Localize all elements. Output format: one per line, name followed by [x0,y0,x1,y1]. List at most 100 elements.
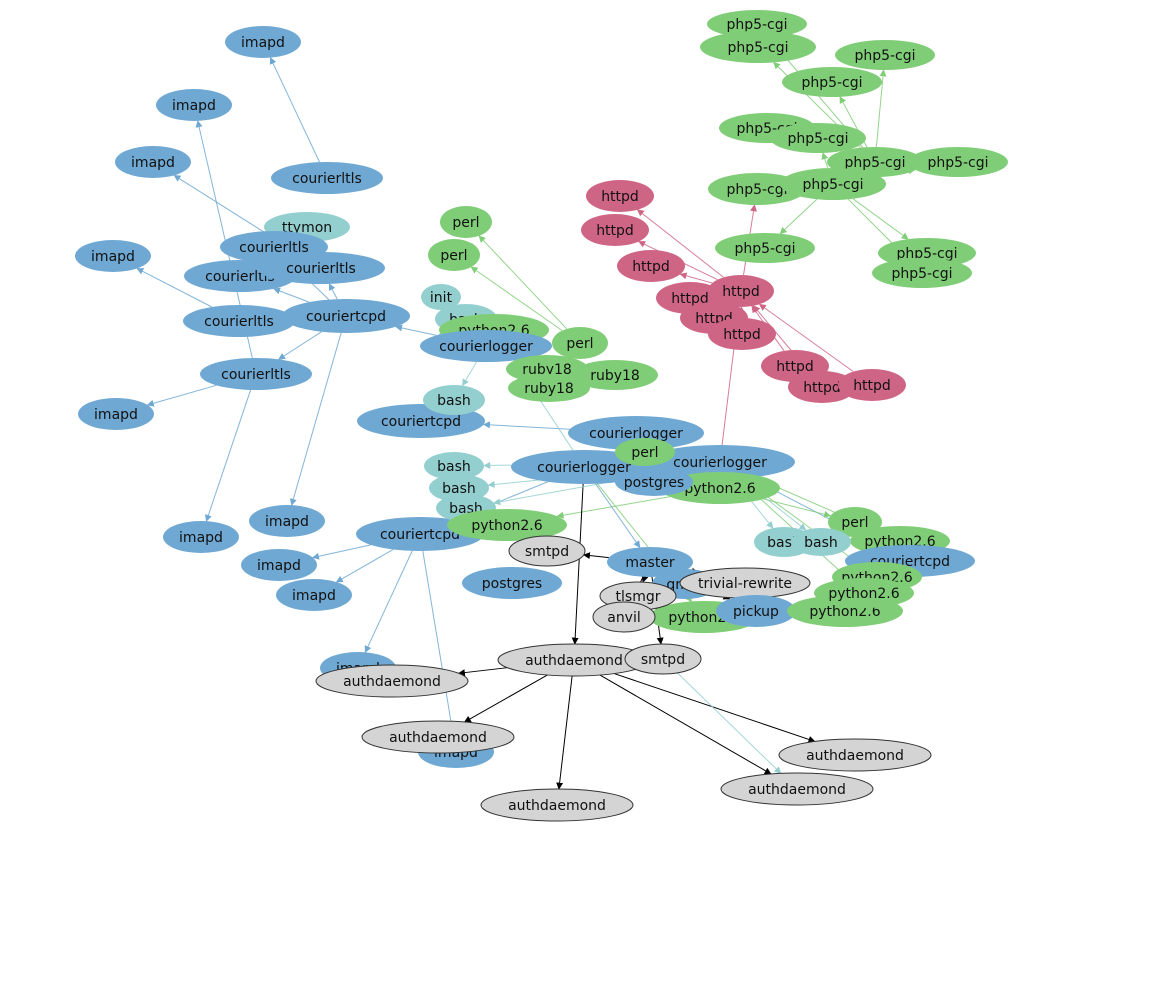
graph-node-authdaemond[interactable]: authdaemond [778,738,932,772]
node-shape [679,567,811,599]
graph-node-smtpd[interactable]: smtpd [624,643,702,675]
node-shape [440,206,492,238]
graph-node-php5-cgi[interactable]: php5-cgi [715,233,815,263]
graph-node-php5-cgi[interactable]: php5-cgi [780,168,886,200]
graph-node-anvil[interactable]: anvil [592,601,656,633]
edge-n21-n11 [422,550,456,737]
node-shape [447,509,567,541]
graph-node-php5-cgi[interactable]: php5-cgi [908,147,1008,177]
graph-node-trivial-rewrite[interactable]: trivial-rewrite [679,567,811,599]
node-shape [572,360,658,390]
node-shape [581,214,649,246]
node-shape [361,720,515,754]
edge-n19-n5 [146,384,217,407]
graph-node-pickup[interactable]: pickup [716,595,796,627]
edge-n18-n16 [328,283,338,300]
node-shape [814,578,914,608]
graph-node-imapd[interactable]: imapd [241,549,317,581]
edge-n21-n8 [312,544,371,560]
graph-node-imapd[interactable]: imapd [225,26,301,58]
graph-node-httpd[interactable]: httpd [581,214,649,246]
edge-n18-n15 [273,287,310,303]
node-shape [462,567,562,599]
graph-node-postgres[interactable]: postgres [462,567,562,599]
graph-node-bash[interactable]: bash [791,528,851,556]
node-shape [707,10,807,38]
graph-node-authdaemond[interactable]: authdaemond [720,772,874,806]
edge-n12-n1 [269,57,320,163]
graph-node-imapd[interactable]: imapd [163,521,239,553]
node-shape [715,233,815,263]
graph-node-httpd[interactable]: httpd [617,250,685,282]
node-shape [423,385,485,415]
edge-n37-n42 [556,496,670,519]
edge-n35-n46 [595,483,641,548]
graph-node-authdaemond[interactable]: authdaemond [361,720,515,754]
graph-node-imapd[interactable]: imapd [276,579,352,611]
edge-n29-n22 [478,235,568,330]
graph-node-php5-cgi[interactable]: php5-cgi [872,258,972,288]
graph-node-php5-cgi[interactable]: php5-cgi [770,123,866,153]
edge-n28-n18 [395,324,437,336]
graph-node-bash[interactable]: bash [423,385,485,415]
node-shape [592,601,656,633]
graph-node-ruby18[interactable]: ruby18 [572,360,658,390]
edge-n21-n10 [364,550,413,653]
edge-n34-n20 [482,421,570,430]
graph-node-smtpd[interactable]: smtpd [508,535,586,567]
edge-n83-n79 [875,69,887,148]
node-shape [615,468,693,496]
node-shape [424,452,484,480]
edge-n86-n88 [852,198,909,240]
graph-node-courierltls[interactable]: courierltls [200,358,312,390]
node-shape [720,772,874,806]
node-shape [782,67,882,97]
graph-node-php5-cgi[interactable]: php5-cgi [835,40,935,70]
edge-n60-n62 [457,667,508,677]
edge-n18-n19 [278,331,322,360]
graph-node-httpd[interactable]: httpd [708,318,776,350]
node-shape [225,26,301,58]
node-shape [200,358,312,390]
graph-node-courierltls[interactable]: courierltls [257,252,385,284]
graph-node-imapd[interactable]: imapd [156,89,232,121]
graph-node-authdaemond[interactable]: authdaemond [315,664,469,698]
edge-n17-n4 [136,267,213,308]
edge-n60-n64 [556,675,573,790]
graph-node-perl[interactable]: perl [428,239,480,271]
node-shape [257,252,385,284]
graph-node-couriertcpd[interactable]: couriertcpd [282,299,410,333]
graph-node-httpd[interactable]: httpd [586,180,654,212]
edge-n35-n60 [571,483,584,645]
node-shape [552,327,608,359]
node-shape [835,40,935,70]
graph-node-authdaemond[interactable]: authdaemond [480,788,634,822]
graph-node-php5-cgi[interactable]: php5-cgi [782,67,882,97]
graph-node-perl[interactable]: perl [552,327,608,359]
graph-node-perl[interactable]: perl [615,438,675,466]
node-shape [607,547,693,577]
node-shape [617,250,685,282]
node-shape [872,258,972,288]
node-shape [708,318,776,350]
node-shape [480,788,634,822]
node-shape [838,369,906,401]
graph-node-imapd[interactable]: imapd [78,398,154,430]
graph-node-imapd[interactable]: imapd [249,505,325,537]
graph-node-imapd[interactable]: imapd [75,240,151,272]
graph-node-courierltls[interactable]: courierltls [183,305,295,337]
graph-node-python2-6[interactable]: python2.6 [814,578,914,608]
graph-node-httpd[interactable]: httpd [838,369,906,401]
node-shape [115,146,191,178]
graph-node-php5-cgi[interactable]: php5-cgi [700,31,816,63]
edge-n71-n69 [679,272,713,284]
edge-n28-n33 [462,361,478,387]
node-shape [645,445,795,479]
graph-node-imapd[interactable]: imapd [115,146,191,178]
graph-node-courierltls[interactable]: courierltls [271,162,383,194]
graph-node-perl[interactable]: perl [440,206,492,238]
edge-n71-n67 [636,209,724,278]
node-shape [780,168,886,200]
graph-node-postgres[interactable]: postgres [615,468,693,496]
